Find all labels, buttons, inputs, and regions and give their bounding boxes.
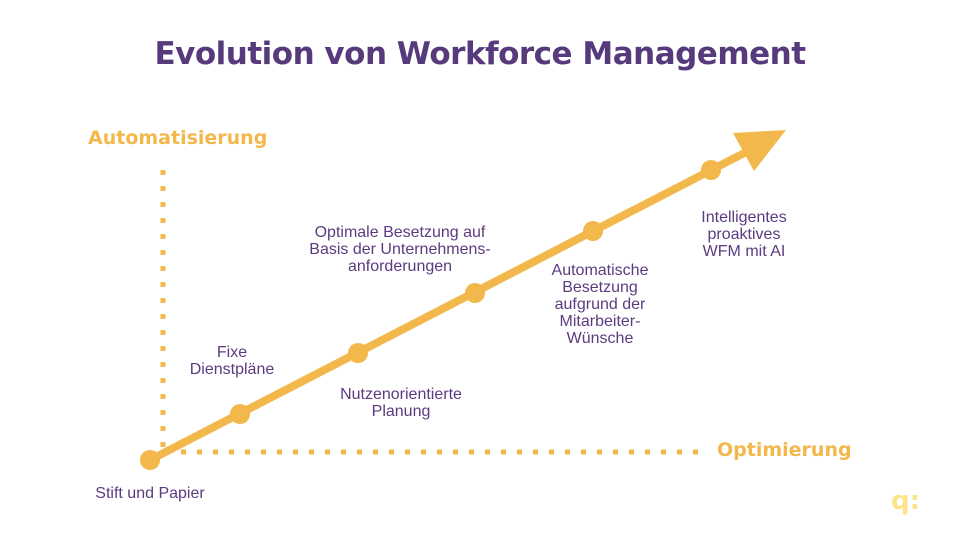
stage-label-stift-und-papier: Stift und Papier: [70, 485, 230, 502]
brand-logo: q:: [891, 486, 921, 516]
stage-dot: [701, 160, 721, 180]
stage-dot: [348, 343, 368, 363]
stage-dot: [140, 450, 160, 470]
arrow-head-icon: [733, 130, 786, 171]
stage-dot: [465, 283, 485, 303]
x-axis-label: Optimierung: [717, 439, 852, 461]
page-title: Evolution von Workforce Management: [154, 36, 806, 72]
progress-arrow-line: [146, 145, 756, 464]
y-axis-label: Automatisierung: [88, 127, 268, 149]
stage-dot: [583, 221, 603, 241]
stage-dot: [230, 404, 250, 424]
stage-text: Stift und Papier: [95, 485, 205, 502]
